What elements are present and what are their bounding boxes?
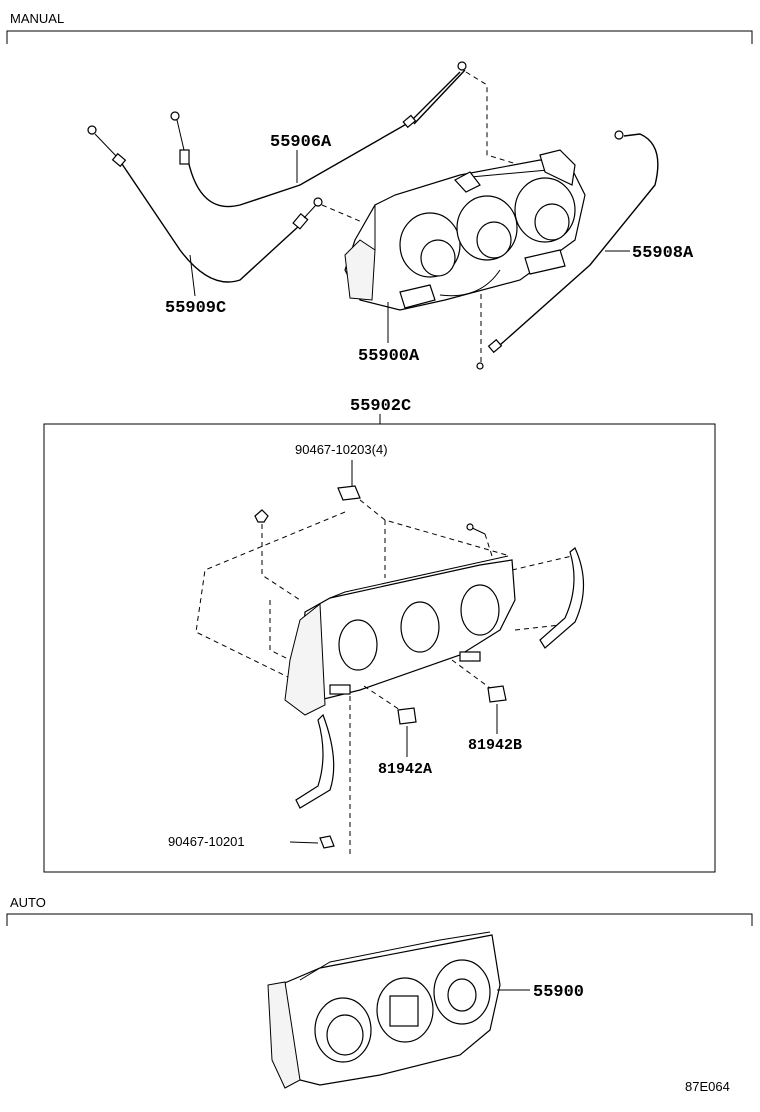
guide-line — [465, 71, 521, 166]
control-unit-55900 — [267, 931, 501, 1089]
panel-55902c — [284, 555, 516, 716]
part-label-90467-10201: 90467-10201 — [168, 834, 245, 849]
guide-line — [261, 524, 301, 601]
leader-line — [289, 841, 319, 844]
part-label-81942a: 81942A — [378, 761, 432, 778]
guide-line — [484, 533, 493, 557]
guide-line — [511, 555, 573, 631]
detail-box-55902c — [43, 423, 716, 873]
cable-55908a — [476, 130, 659, 370]
part-label-55900: 55900 — [533, 983, 584, 1002]
screw-part — [254, 509, 269, 523]
part-label-90467-10203: 90467-10203(4) — [295, 442, 388, 457]
pad-81942b — [487, 685, 507, 703]
part-label-55909c: 55909C — [165, 299, 226, 318]
guide-line — [363, 659, 491, 711]
pad-81942a — [397, 707, 417, 725]
side-trim-left — [295, 713, 335, 809]
section-bracket-auto — [6, 913, 753, 926]
guide-line — [321, 204, 363, 223]
part-label-55908a: 55908A — [632, 244, 694, 263]
part-label-55900a: 55900A — [358, 347, 420, 366]
cable-55909c — [87, 125, 323, 283]
section-label-auto: AUTO — [10, 895, 46, 910]
guide-line — [269, 600, 291, 661]
screw-part — [466, 523, 486, 535]
diagram-code: 87E064 — [685, 1079, 730, 1094]
section-label-manual: MANUAL — [10, 11, 64, 26]
side-trim-right — [539, 547, 584, 649]
control-unit-55900a — [344, 149, 586, 311]
guide-line — [195, 511, 346, 679]
part-label-55902c: 55902C — [350, 397, 411, 416]
part-label-55906a: 55906A — [270, 133, 332, 152]
section-bracket-manual — [6, 30, 753, 44]
clip-part — [337, 485, 361, 501]
guide-line — [359, 499, 511, 557]
leader-line — [189, 254, 196, 297]
part-label-81942b: 81942B — [468, 737, 522, 754]
cable-55906a — [170, 61, 467, 208]
clip-part — [319, 835, 335, 849]
